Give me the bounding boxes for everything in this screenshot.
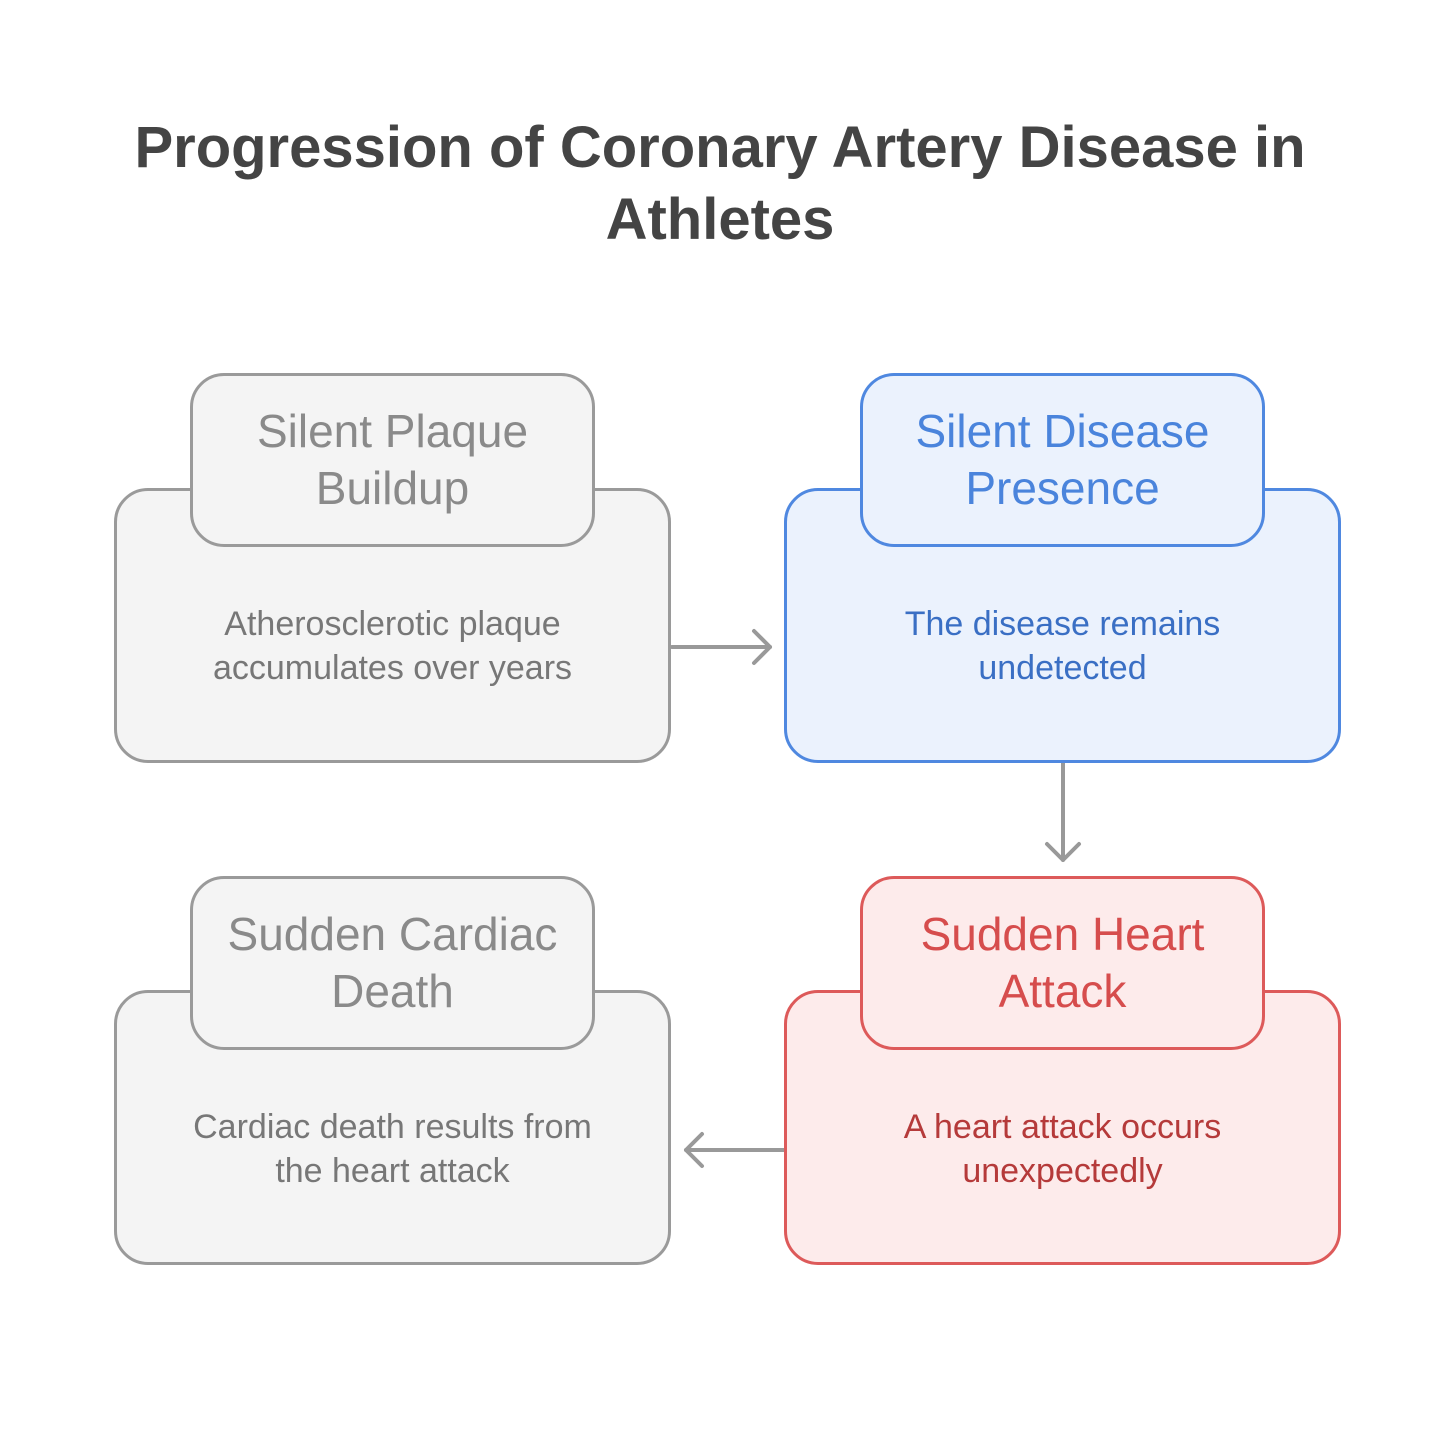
arrow-attack-to-death — [684, 1132, 786, 1168]
step-description-heart-attack: A heart attack occurs unexpectedly — [903, 1108, 1222, 1190]
step-description-disease-presence: The disease remains undetected — [904, 605, 1221, 687]
diagram-title: Progression of Coronary Artery Disease i… — [134, 115, 1306, 252]
step-description-cardiac-death: Cardiac death results from the heart att… — [193, 1108, 592, 1190]
step-description-plaque-buildup: Atherosclerotic plaque accumulates over … — [212, 605, 573, 687]
step-heading-plaque-buildup: Silent Plaque Buildup — [190, 373, 595, 547]
arrow-presence-to-attack — [1045, 761, 1081, 862]
step-heading-disease-presence: Silent Disease Presence — [860, 373, 1265, 547]
step-heading-heart-attack: Sudden Heart Attack — [860, 876, 1265, 1050]
arrow-plaque-to-presence — [670, 629, 772, 665]
step-heading-cardiac-death: Sudden Cardiac Death — [190, 876, 595, 1050]
